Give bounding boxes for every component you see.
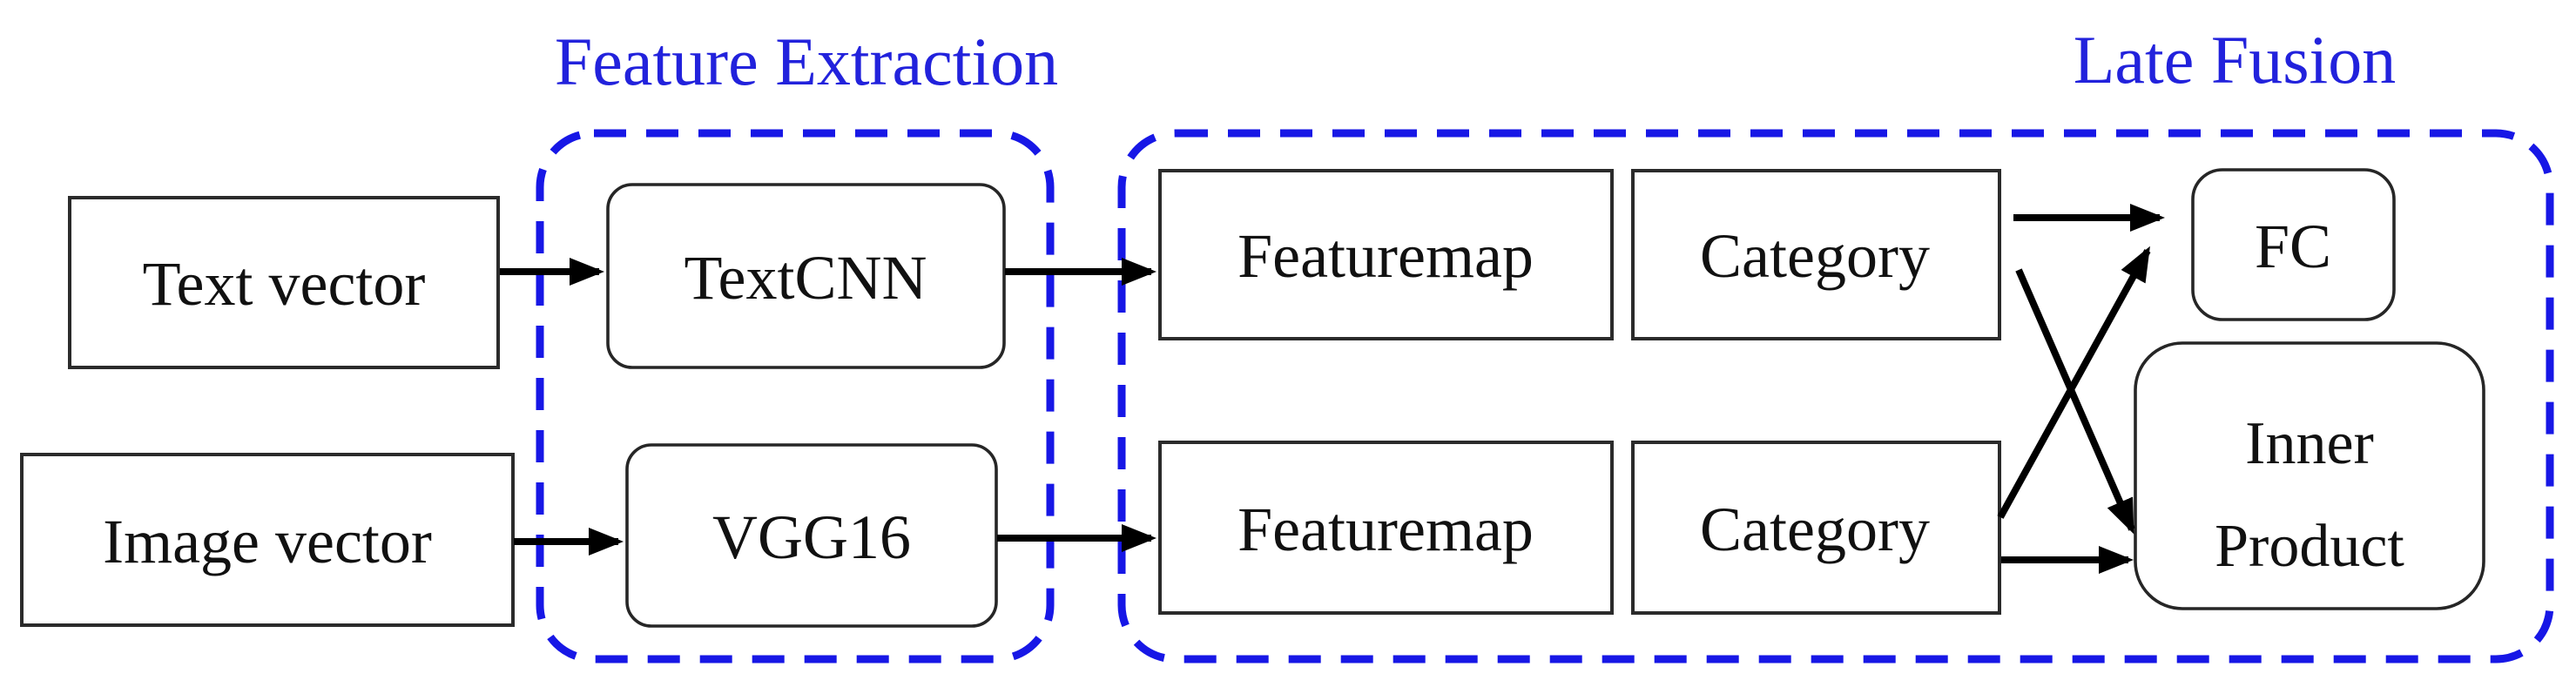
category-image-label: Category (1700, 495, 1930, 564)
category-text-label: Category (1700, 221, 1930, 291)
late-fusion-group-label: Late Fusion (2074, 22, 2396, 98)
category-image-node: Category (1631, 441, 2001, 615)
feature-extraction-group: Feature Extraction (536, 24, 1058, 663)
feature-extraction-group-outline (536, 129, 1055, 663)
text-vector-box (68, 196, 500, 369)
textcnn-box (606, 183, 1006, 369)
category-image-box (1631, 441, 2001, 615)
inner-product-node: Inner Product (2134, 341, 2485, 610)
featuremap-text-label: Featuremap (1237, 221, 1534, 291)
vgg16-label: VGG16 (712, 502, 911, 572)
category-text-box (1631, 169, 2001, 340)
feature-extraction-group-label: Feature Extraction (555, 24, 1058, 99)
image-vector-box (20, 453, 515, 627)
arrow-category-image-to-fc (1997, 246, 2151, 519)
textcnn-label: TextCNN (684, 243, 927, 313)
vgg16-box (625, 443, 998, 628)
text-vector-node: Text vector (68, 196, 500, 369)
vgg16-node: VGG16 (625, 443, 998, 628)
inner-product-box (2134, 341, 2485, 610)
textcnn-node: TextCNN (606, 183, 1006, 369)
featuremap-text-node: Featuremap (1158, 169, 1614, 340)
arrow-category-text-to-inner-product (2015, 268, 2135, 535)
inner-product-label-line1: Inner (2245, 410, 2374, 477)
late-fusion-group: Late Fusion (1117, 22, 2554, 663)
late-fusion-group-outline (1117, 129, 2554, 663)
inner-product-label-line2: Product (2215, 513, 2404, 580)
category-text-node: Category (1631, 169, 2001, 340)
featuremap-text-box (1158, 169, 1614, 340)
image-vector-label: Image vector (103, 507, 432, 576)
featuremap-image-node: Featuremap (1158, 441, 1614, 615)
fc-node: FC (2191, 168, 2396, 321)
image-vector-node: Image vector (20, 453, 515, 627)
fc-label: FC (2255, 212, 2331, 281)
featuremap-image-box (1158, 441, 1614, 615)
fc-box (2191, 168, 2396, 321)
featuremap-image-label: Featuremap (1237, 495, 1534, 564)
text-vector-label: Text vector (143, 249, 426, 319)
